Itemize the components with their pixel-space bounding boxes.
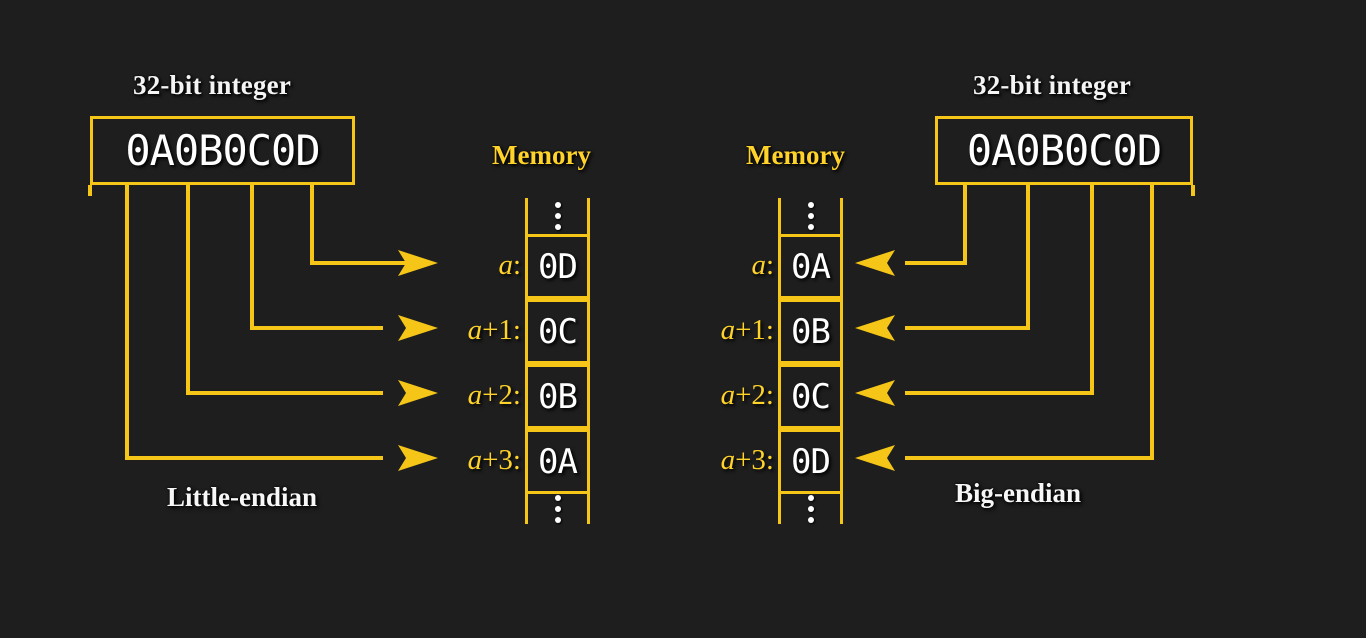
- address-offset: +3:: [735, 444, 774, 476]
- memory-byte-value: 0A: [791, 246, 831, 287]
- little-endian-label: Little-endian: [167, 482, 318, 512]
- address-base: a: [720, 444, 736, 476]
- address-base: a: [720, 379, 736, 411]
- arrowhead-icon: [855, 445, 895, 471]
- ellipsis-top-icon: [778, 198, 843, 234]
- wire-right-1: [905, 185, 1030, 330]
- right-integer-value: 0A0B0C0D: [966, 126, 1162, 175]
- address-base: a: [498, 249, 513, 281]
- address-base: a: [467, 314, 483, 346]
- right-memory-title: Memory: [746, 140, 845, 170]
- memory-address-label: a+3:: [624, 444, 774, 477]
- memory-address-label: a+2:: [371, 379, 521, 412]
- wire-right-0: [905, 185, 967, 265]
- left-integer-box: 0A0B0C0D: [90, 116, 355, 185]
- memory-byte-value: 0D: [538, 246, 578, 287]
- address-offset: +3:: [482, 444, 521, 476]
- address-offset: :: [765, 249, 774, 281]
- address-base: a: [467, 379, 483, 411]
- ellipsis-bottom-icon: [525, 494, 590, 524]
- wire-left-3: [125, 185, 383, 460]
- memory-byte-value: 0A: [538, 441, 578, 482]
- left-memory-title: Memory: [492, 140, 591, 170]
- memory-address-label: a:: [624, 249, 774, 282]
- right-integer-title: 32-bit integer: [973, 70, 1132, 100]
- memory-address-label: a+1:: [624, 314, 774, 347]
- memory-address-label: a+1:: [371, 314, 521, 347]
- memory-cell: 0D: [778, 429, 843, 494]
- address-base: a: [720, 314, 736, 346]
- left-memory-column: 0D 0C 0B 0A: [525, 198, 590, 524]
- memory-address-label: a+3:: [371, 444, 521, 477]
- memory-cell: 0C: [778, 364, 843, 429]
- address-offset: +1:: [482, 314, 521, 346]
- left-integer-value: 0A0B0C0D: [125, 126, 320, 175]
- memory-byte-value: 0B: [791, 311, 831, 352]
- right-integer-box: 0A0B0C0D: [935, 116, 1193, 185]
- memory-byte-value: 0D: [791, 441, 831, 482]
- memory-address-label: a:: [371, 249, 521, 282]
- wire-left-1: [250, 185, 383, 330]
- memory-cell: 0C: [525, 299, 590, 364]
- address-base: a: [467, 444, 483, 476]
- ellipsis-bottom-icon: [778, 494, 843, 524]
- big-endian-label: Big-endian: [955, 478, 1082, 508]
- wire-left-2: [186, 185, 383, 395]
- memory-byte-value: 0C: [791, 376, 831, 417]
- address-offset: +2:: [735, 379, 774, 411]
- memory-cell: 0A: [525, 429, 590, 494]
- wire-right-2: [905, 185, 1094, 395]
- memory-byte-value: 0C: [538, 311, 578, 352]
- memory-cell: 0D: [525, 234, 590, 299]
- arrowhead-icon: [855, 315, 895, 341]
- memory-cell: 0B: [778, 299, 843, 364]
- arrowhead-icon: [855, 250, 895, 276]
- right-memory-column: 0A 0B 0C 0D: [778, 198, 843, 524]
- left-integer-title: 32-bit integer: [133, 70, 292, 100]
- memory-cell: 0A: [778, 234, 843, 299]
- address-offset: +2:: [482, 379, 521, 411]
- address-base: a: [751, 249, 766, 281]
- memory-address-label: a+2:: [624, 379, 774, 412]
- arrowhead-icon: [855, 380, 895, 406]
- memory-cell: 0B: [525, 364, 590, 429]
- address-offset: +1:: [735, 314, 774, 346]
- ellipsis-top-icon: [525, 198, 590, 234]
- address-offset: :: [512, 249, 521, 281]
- wire-right-3: [905, 185, 1154, 460]
- memory-byte-value: 0B: [538, 376, 578, 417]
